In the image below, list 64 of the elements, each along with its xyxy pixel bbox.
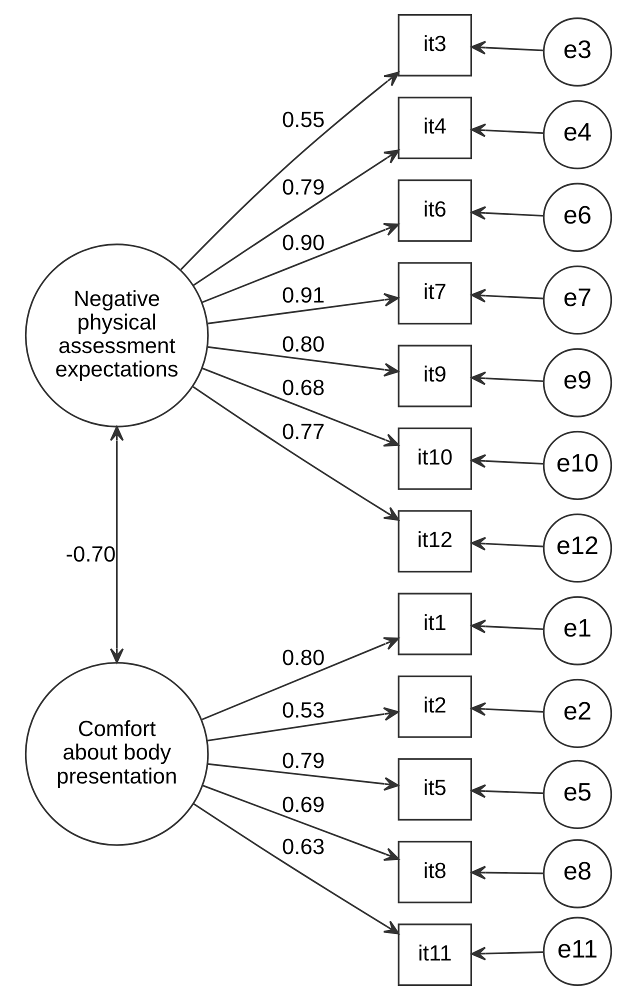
edge-label: 0.55 <box>282 106 325 132</box>
arrow <box>202 222 400 304</box>
edge-label: 0.63 <box>282 834 325 860</box>
arrow <box>208 763 399 791</box>
edge-label: 0.53 <box>282 697 325 722</box>
arrow <box>208 292 399 324</box>
node-box: it9 <box>398 344 472 408</box>
arrow <box>470 40 544 55</box>
node-circle: e5 <box>542 760 612 830</box>
arrow <box>470 123 544 138</box>
arrow <box>202 637 400 720</box>
arrow <box>470 946 544 960</box>
node-circle: e11 <box>542 916 612 986</box>
edge-label: 0.79 <box>282 174 325 200</box>
edge-label: 0.80 <box>282 645 325 670</box>
node-box: it4 <box>398 96 472 160</box>
node-box: it8 <box>398 840 472 904</box>
arrow <box>470 454 544 468</box>
edge-label: 0.91 <box>282 282 325 308</box>
arrow <box>470 288 544 303</box>
node-circle: Comfort about body presentation <box>24 662 209 846</box>
node-box: it11 <box>398 924 472 986</box>
node-circle: e10 <box>542 430 612 500</box>
arrow <box>208 346 399 377</box>
node-circle: e4 <box>542 100 612 170</box>
node-box: it2 <box>398 675 472 738</box>
arrow <box>470 619 544 634</box>
edge-label: 0.68 <box>282 375 325 400</box>
arrow <box>192 386 400 521</box>
edge-label: 0.69 <box>282 792 325 817</box>
arrow <box>206 707 399 742</box>
node-circle: e1 <box>542 596 612 666</box>
arrow <box>202 367 400 447</box>
node-box: it5 <box>398 758 472 821</box>
arrow <box>110 426 124 664</box>
node-circle: Negative physical assessment expectations <box>24 244 209 428</box>
arrow <box>470 784 544 798</box>
arrow <box>192 150 400 286</box>
node-box: it6 <box>398 179 472 242</box>
edge-label: 0.80 <box>282 331 325 356</box>
edge-label: 0.90 <box>282 230 325 256</box>
node-box: it12 <box>398 510 472 573</box>
arrow <box>192 802 400 934</box>
node-box: it3 <box>398 14 472 76</box>
arrow <box>202 784 400 861</box>
node-circle: e7 <box>542 265 612 335</box>
node-box: it10 <box>398 427 472 490</box>
arrow <box>470 866 544 880</box>
arrow <box>470 702 544 716</box>
arrow <box>470 536 544 551</box>
arrow <box>180 72 400 270</box>
node-circle: e2 <box>542 678 612 748</box>
node-circle: e6 <box>542 182 612 252</box>
edge-label: 0.77 <box>282 419 325 444</box>
arrow <box>470 371 544 386</box>
node-circle: e9 <box>542 348 612 418</box>
arrow <box>470 206 544 220</box>
edge-label: 0.79 <box>282 748 325 774</box>
edge-label: -0.70 <box>66 541 116 566</box>
node-circle: e8 <box>542 839 612 908</box>
node-circle: e3 <box>542 17 612 87</box>
node-circle: e12 <box>542 514 612 583</box>
node-box: it1 <box>398 592 472 656</box>
node-box: it7 <box>398 262 472 325</box>
